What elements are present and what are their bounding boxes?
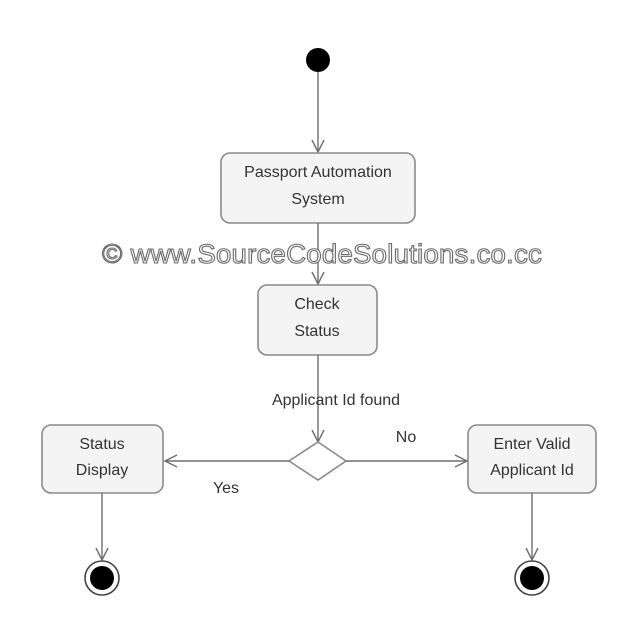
final-node-core: [90, 566, 114, 590]
branch-no-label: No: [396, 429, 417, 446]
watermark-text: © www.SourceCodeSolutions.co.cc: [102, 239, 542, 269]
final-node-right: [514, 560, 550, 596]
decision-condition-label: Applicant Id found: [272, 392, 400, 409]
activity-enter-valid-applicant-id: Enter Valid Applicant Id: [467, 424, 597, 494]
arrow-head: [311, 271, 325, 286]
initial-node: [306, 48, 330, 72]
activity-label-line-1: Passport Automation: [244, 164, 392, 181]
final-node-left: [84, 560, 120, 596]
activity-label-line-2: Display: [76, 462, 128, 479]
activity-check-status: Check Status: [257, 284, 378, 356]
activity-label-line-1: Check: [294, 296, 340, 313]
activity-label-line-1: Status: [79, 436, 124, 453]
arrow-head: [311, 139, 325, 154]
decision-node: [287, 441, 348, 481]
arrow-head: [454, 454, 469, 468]
activity-label-line-2: Applicant Id: [490, 462, 574, 479]
activity-label-line-2: System: [291, 191, 344, 208]
activity-passport-automation-system: Passport Automation System: [220, 152, 416, 224]
arrow-head: [163, 454, 178, 468]
activity-label-line-1: Enter Valid: [493, 436, 570, 453]
arrow-head: [95, 547, 109, 562]
activity-label-line-2: Status: [294, 323, 339, 340]
branch-yes-label: Yes: [213, 480, 239, 497]
arrow-head: [525, 547, 539, 562]
activity-status-display: Status Display: [41, 424, 164, 494]
final-node-core: [520, 566, 544, 590]
